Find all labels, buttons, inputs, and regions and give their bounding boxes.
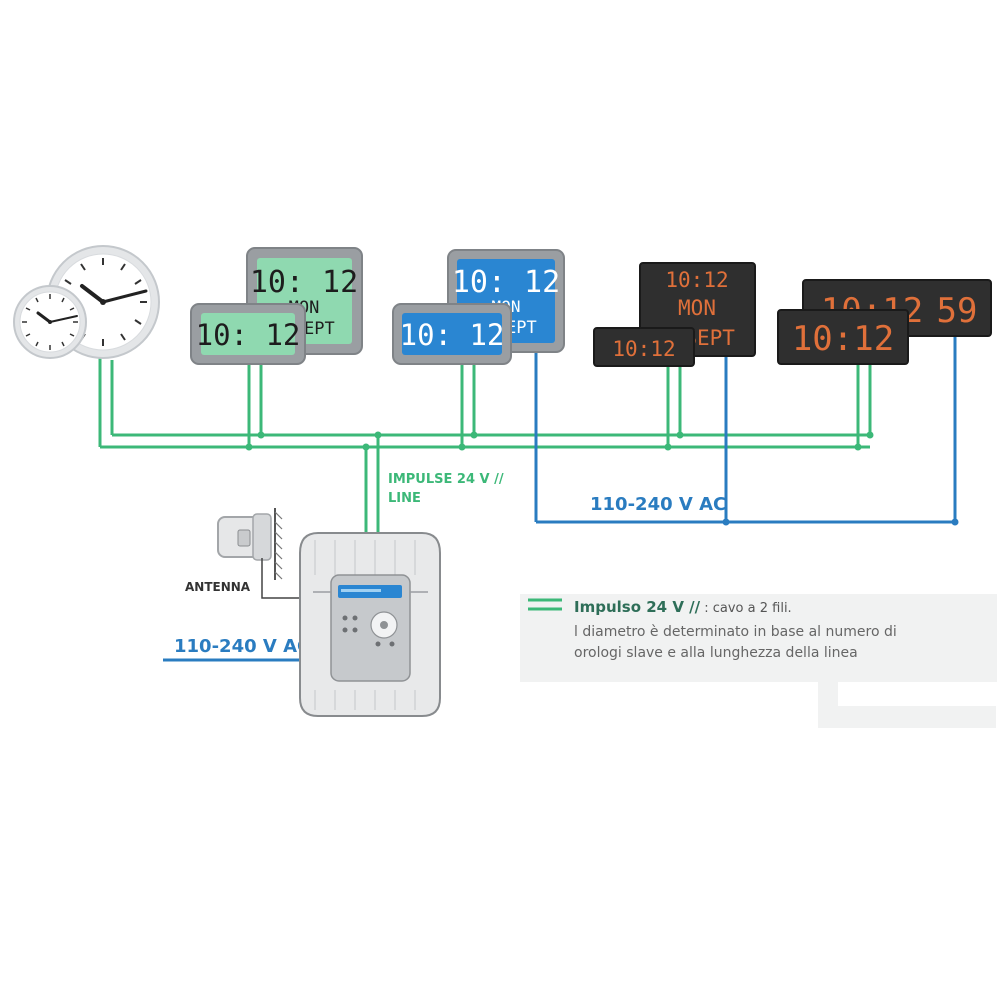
green-small-time: 10: 12 xyxy=(196,318,301,352)
legend-box: Impulso 24 V // : cavo a 2 fili. l diame… xyxy=(520,594,997,728)
analog-clock-small-icon xyxy=(13,285,87,359)
power-label-left: 110-240 V AC xyxy=(174,636,310,657)
power-junction-dots xyxy=(722,518,959,526)
led-wide-large-seconds: 59 xyxy=(937,291,978,331)
green-large-time: 10: 12 xyxy=(250,265,358,300)
blue-small-time: 10: 12 xyxy=(400,318,505,352)
lcd-clock-blue-small: 10: 12 xyxy=(392,303,512,365)
led-large-time: 10:12 xyxy=(665,268,728,292)
legend-title-suffix: : cavo a 2 fili. xyxy=(700,601,792,616)
legend-line-3: orologi slave e alla lunghezza della lin… xyxy=(574,645,858,661)
legend-title: Impulso 24 V // xyxy=(574,598,701,616)
led-wide-small-time: 10:12 xyxy=(792,319,894,359)
led-large-day: MON xyxy=(678,296,716,320)
lcd-clock-green-small: 10: 12 xyxy=(190,303,306,365)
legend-line-2: l diametro è determinato in base al nume… xyxy=(574,624,897,640)
impulse-line-label-1: IMPULSE 24 V // xyxy=(388,472,504,487)
blue-large-time: 10: 12 xyxy=(452,265,560,300)
impulse-junction-dots xyxy=(245,431,874,451)
led-clock-small: 10:12 xyxy=(593,327,695,367)
antenna-icon xyxy=(217,508,305,599)
impulse-line-label-2: LINE xyxy=(388,491,421,506)
power-label-top: 110-240 V AC xyxy=(590,494,726,515)
legend-title-line: Impulso 24 V // : cavo a 2 fili. xyxy=(574,598,792,616)
power-wiring xyxy=(163,330,958,662)
led-clock-wide-small: 10:12 xyxy=(777,309,909,365)
antenna-label: ANTENNA xyxy=(185,580,251,594)
master-clock-icon xyxy=(299,532,441,717)
impulse-wiring xyxy=(98,345,872,533)
led-small-time: 10:12 xyxy=(612,337,675,361)
